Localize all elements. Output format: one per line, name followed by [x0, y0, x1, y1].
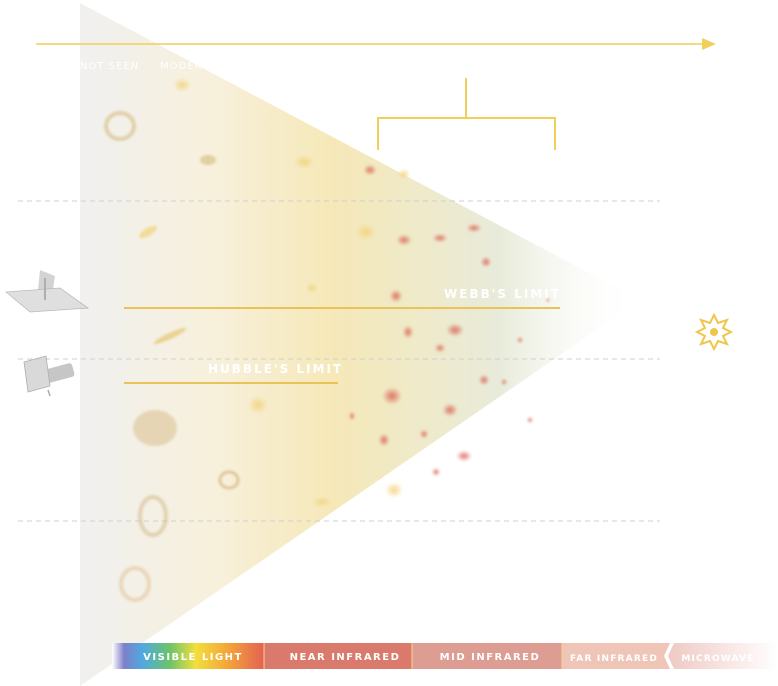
dashed-guides — [18, 200, 660, 522]
timeline-arrow — [36, 38, 716, 50]
webb-telescope-icon — [4, 270, 90, 313]
spectrum-bar: VISIBLE LIGHT NEAR INFRARED MID INFRARED… — [112, 643, 778, 669]
epoch-bracket — [377, 78, 556, 150]
galaxy-field — [104, 78, 550, 602]
spectrum-label-mid-ir: MID INFRARED — [440, 652, 541, 663]
hubble-limit-label: HUBBLE'S LIMIT — [208, 362, 343, 376]
hubble-telescope-icon — [23, 355, 75, 397]
spectrum-segment-visible — [112, 643, 264, 669]
spectrum-label-far-ir: FAR INFRARED — [570, 654, 658, 664]
spectrum-segment-far-ir — [562, 643, 670, 669]
spectrum-segment-near-ir — [264, 643, 412, 669]
universe-cone — [80, 3, 640, 686]
spectrum-segment-mid-ir — [412, 643, 562, 669]
spectrum-label-near-ir: NEAR INFRARED — [290, 652, 401, 663]
timeline-label-right: MODERN — [160, 61, 211, 72]
starburst-core — [710, 328, 718, 336]
webb-limit-label: WEBB'S LIMIT — [444, 287, 561, 301]
spectrum-segment-microwave — [668, 643, 778, 669]
starburst-icon — [694, 312, 734, 352]
spectrum-label-visible: VISIBLE LIGHT — [143, 652, 243, 663]
timeline-label-left: NOT SEEN — [80, 61, 139, 72]
spectrum-label-microwave: MICROWAVE — [681, 654, 754, 664]
